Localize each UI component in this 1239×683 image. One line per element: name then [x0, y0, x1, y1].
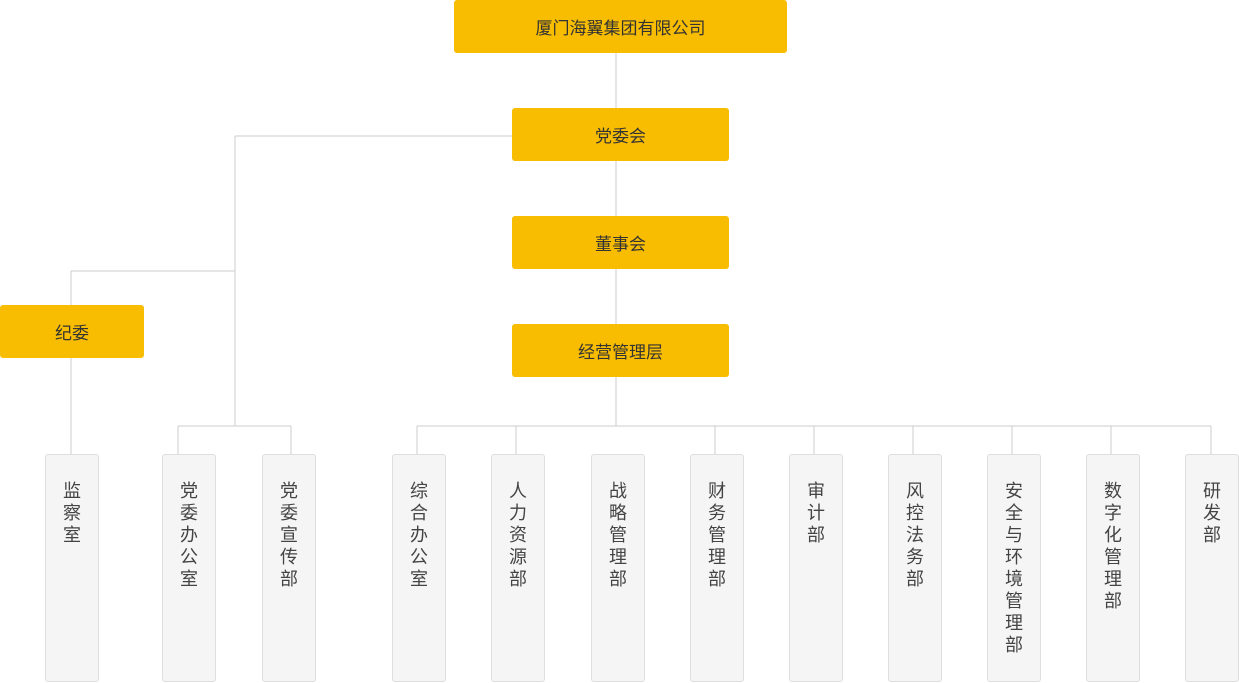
dept-finance: 财务管理部: [690, 454, 744, 682]
dept-label: 研发部: [1203, 481, 1221, 546]
node-discipline: 纪委: [0, 305, 144, 358]
node-board: 董事会: [512, 216, 729, 269]
dept-strategy: 战略管理部: [591, 454, 645, 682]
dept-label: 风控法务部: [906, 481, 924, 590]
dept-hr: 人力资源部: [491, 454, 545, 682]
dept-digital: 数字化管理部: [1086, 454, 1140, 682]
dept-risk-legal: 风控法务部: [888, 454, 942, 682]
node-root: 厦门海翼集团有限公司: [454, 0, 787, 53]
dept-label: 监察室: [63, 481, 81, 546]
dept-audit: 审计部: [789, 454, 843, 682]
dept-label: 安全与环境管理部: [1005, 481, 1023, 656]
dept-label: 数字化管理部: [1104, 481, 1122, 612]
node-management: 经营管理层: [512, 324, 729, 377]
dept-rnd: 研发部: [1185, 454, 1239, 682]
dept-supervision: 监察室: [45, 454, 99, 682]
node-party-committee: 党委会: [512, 108, 729, 161]
dept-safety-environment: 安全与环境管理部: [987, 454, 1041, 682]
dept-label: 综合办公室: [410, 481, 428, 590]
dept-label: 人力资源部: [509, 481, 527, 590]
dept-label: 党委宣传部: [280, 481, 298, 590]
dept-party-publicity: 党委宣传部: [262, 454, 316, 682]
dept-party-office: 党委办公室: [162, 454, 216, 682]
dept-label: 战略管理部: [609, 481, 627, 590]
dept-label: 党委办公室: [180, 481, 198, 590]
dept-label: 财务管理部: [708, 481, 726, 590]
dept-label: 审计部: [807, 481, 825, 546]
dept-general-office: 综合办公室: [392, 454, 446, 682]
